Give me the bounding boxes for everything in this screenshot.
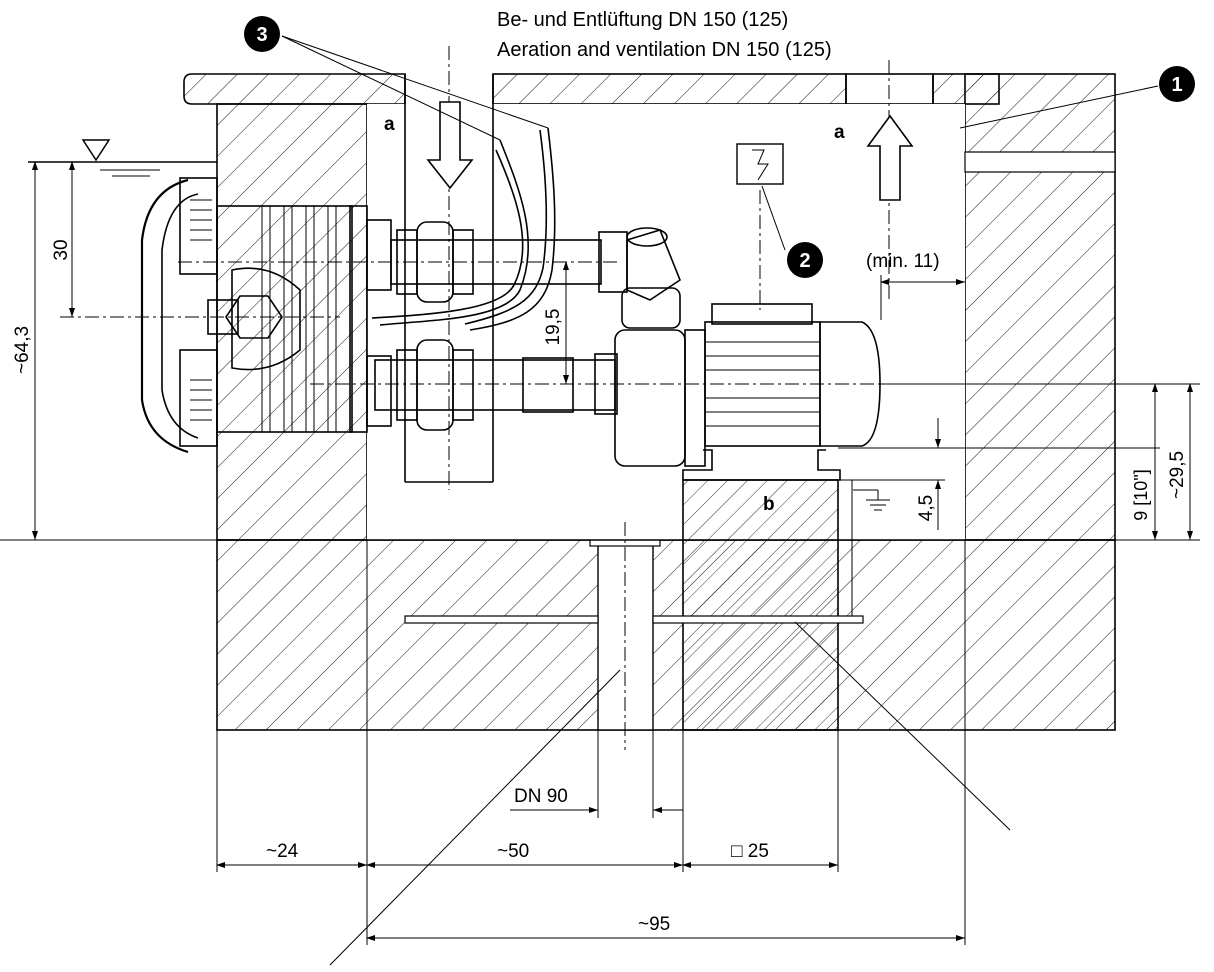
header-de: Be- und Entlüftung DN 150 (125): [497, 9, 788, 31]
electrical-box-icon: [736, 143, 784, 185]
dim-9-10: 9 [10"]: [1131, 469, 1151, 520]
dimension-lines: [0, 161, 1200, 945]
callout-1-label: 1: [1171, 74, 1182, 96]
pipe-upper: [390, 221, 681, 329]
dim-24: ~24: [266, 841, 299, 862]
callout-2: 2: [787, 242, 823, 278]
dim-95: ~95: [638, 914, 670, 935]
dim-50: ~50: [497, 841, 529, 862]
header-en: Aeration and ventilation DN 150 (125): [497, 39, 832, 61]
dim-19-5: 19,5: [543, 309, 564, 346]
dim-4-5: 4,5: [916, 495, 937, 521]
cables: [371, 127, 556, 331]
dim-30: 30: [51, 239, 72, 260]
concrete-structure: [183, 73, 1116, 731]
leader-lines: [281, 35, 1159, 966]
water-level-icon: [28, 139, 217, 177]
label-a-left: a: [384, 114, 395, 135]
dim-29-5: ~29,5: [1167, 451, 1188, 499]
dim-dn90: DN 90: [514, 786, 568, 807]
callout-1: 1: [1159, 66, 1195, 102]
label-a-right: a: [834, 122, 845, 143]
dim-min-11: (min. 11): [866, 251, 940, 272]
dim-25: □ 25: [731, 841, 769, 862]
callout-3: 3: [244, 16, 280, 52]
callout-2-label: 2: [799, 250, 810, 272]
dim-64-3: ~64,3: [12, 326, 33, 374]
arrow-down-icon: [426, 101, 474, 190]
vent-duct-left: [404, 46, 494, 490]
ground-icon: [853, 489, 890, 511]
callout-3-label: 3: [256, 24, 267, 46]
arrow-up-icon: [866, 114, 914, 201]
label-b: b: [763, 494, 775, 515]
